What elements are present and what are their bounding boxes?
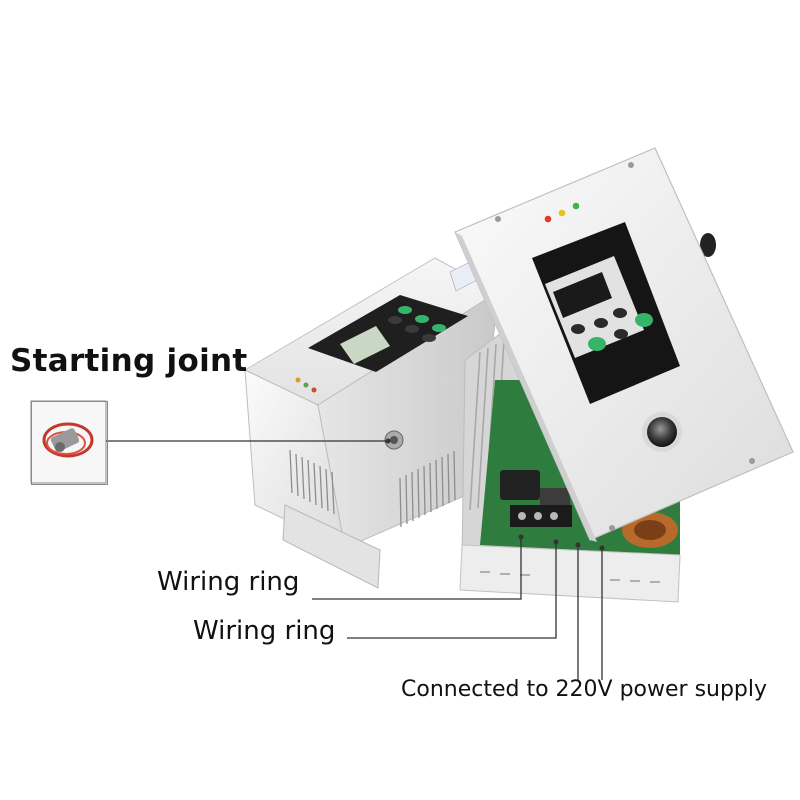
left-keypad bbox=[388, 306, 446, 342]
left-led-1 bbox=[295, 377, 301, 383]
side-knob bbox=[700, 233, 716, 257]
label-wiring-ring-1: Wiring ring bbox=[157, 567, 300, 597]
left-device bbox=[243, 251, 499, 589]
right-device-flange bbox=[459, 544, 681, 603]
key-prg bbox=[571, 324, 585, 334]
status-led-green bbox=[572, 202, 580, 210]
key-stop bbox=[635, 313, 653, 327]
capacitor-block bbox=[500, 470, 540, 500]
screw bbox=[749, 458, 755, 464]
label-power-supply: Connected to 220V power supply bbox=[401, 677, 768, 702]
key-down bbox=[614, 329, 628, 339]
screw bbox=[609, 525, 615, 531]
leader-wiring-ring-2 bbox=[347, 542, 557, 639]
screw bbox=[628, 162, 634, 168]
starting-joint-inset bbox=[31, 401, 108, 485]
left-led-3 bbox=[311, 387, 317, 393]
key-enter bbox=[613, 308, 627, 318]
right-device bbox=[454, 147, 794, 603]
leader-dots bbox=[385, 438, 605, 551]
front-cover-edge bbox=[455, 232, 597, 542]
leader-lines bbox=[106, 440, 603, 680]
starting-joint-inset-art bbox=[30, 400, 107, 484]
potentiometer-knob bbox=[647, 417, 677, 447]
right-keypad bbox=[571, 308, 653, 351]
left-lcd bbox=[340, 326, 390, 364]
key-run bbox=[588, 337, 606, 351]
key-up bbox=[594, 318, 608, 328]
screw bbox=[495, 216, 501, 222]
status-led-yellow bbox=[558, 209, 566, 217]
right-display bbox=[553, 272, 612, 318]
label-starting-joint: Starting joint bbox=[10, 343, 248, 379]
status-led-red bbox=[544, 215, 552, 223]
left-device-vents bbox=[289, 449, 456, 528]
left-device-flange bbox=[282, 504, 381, 589]
label-wiring-ring-2: Wiring ring bbox=[193, 616, 336, 646]
leader-wiring-ring-1 bbox=[312, 537, 522, 600]
left-led-2 bbox=[303, 382, 309, 388]
